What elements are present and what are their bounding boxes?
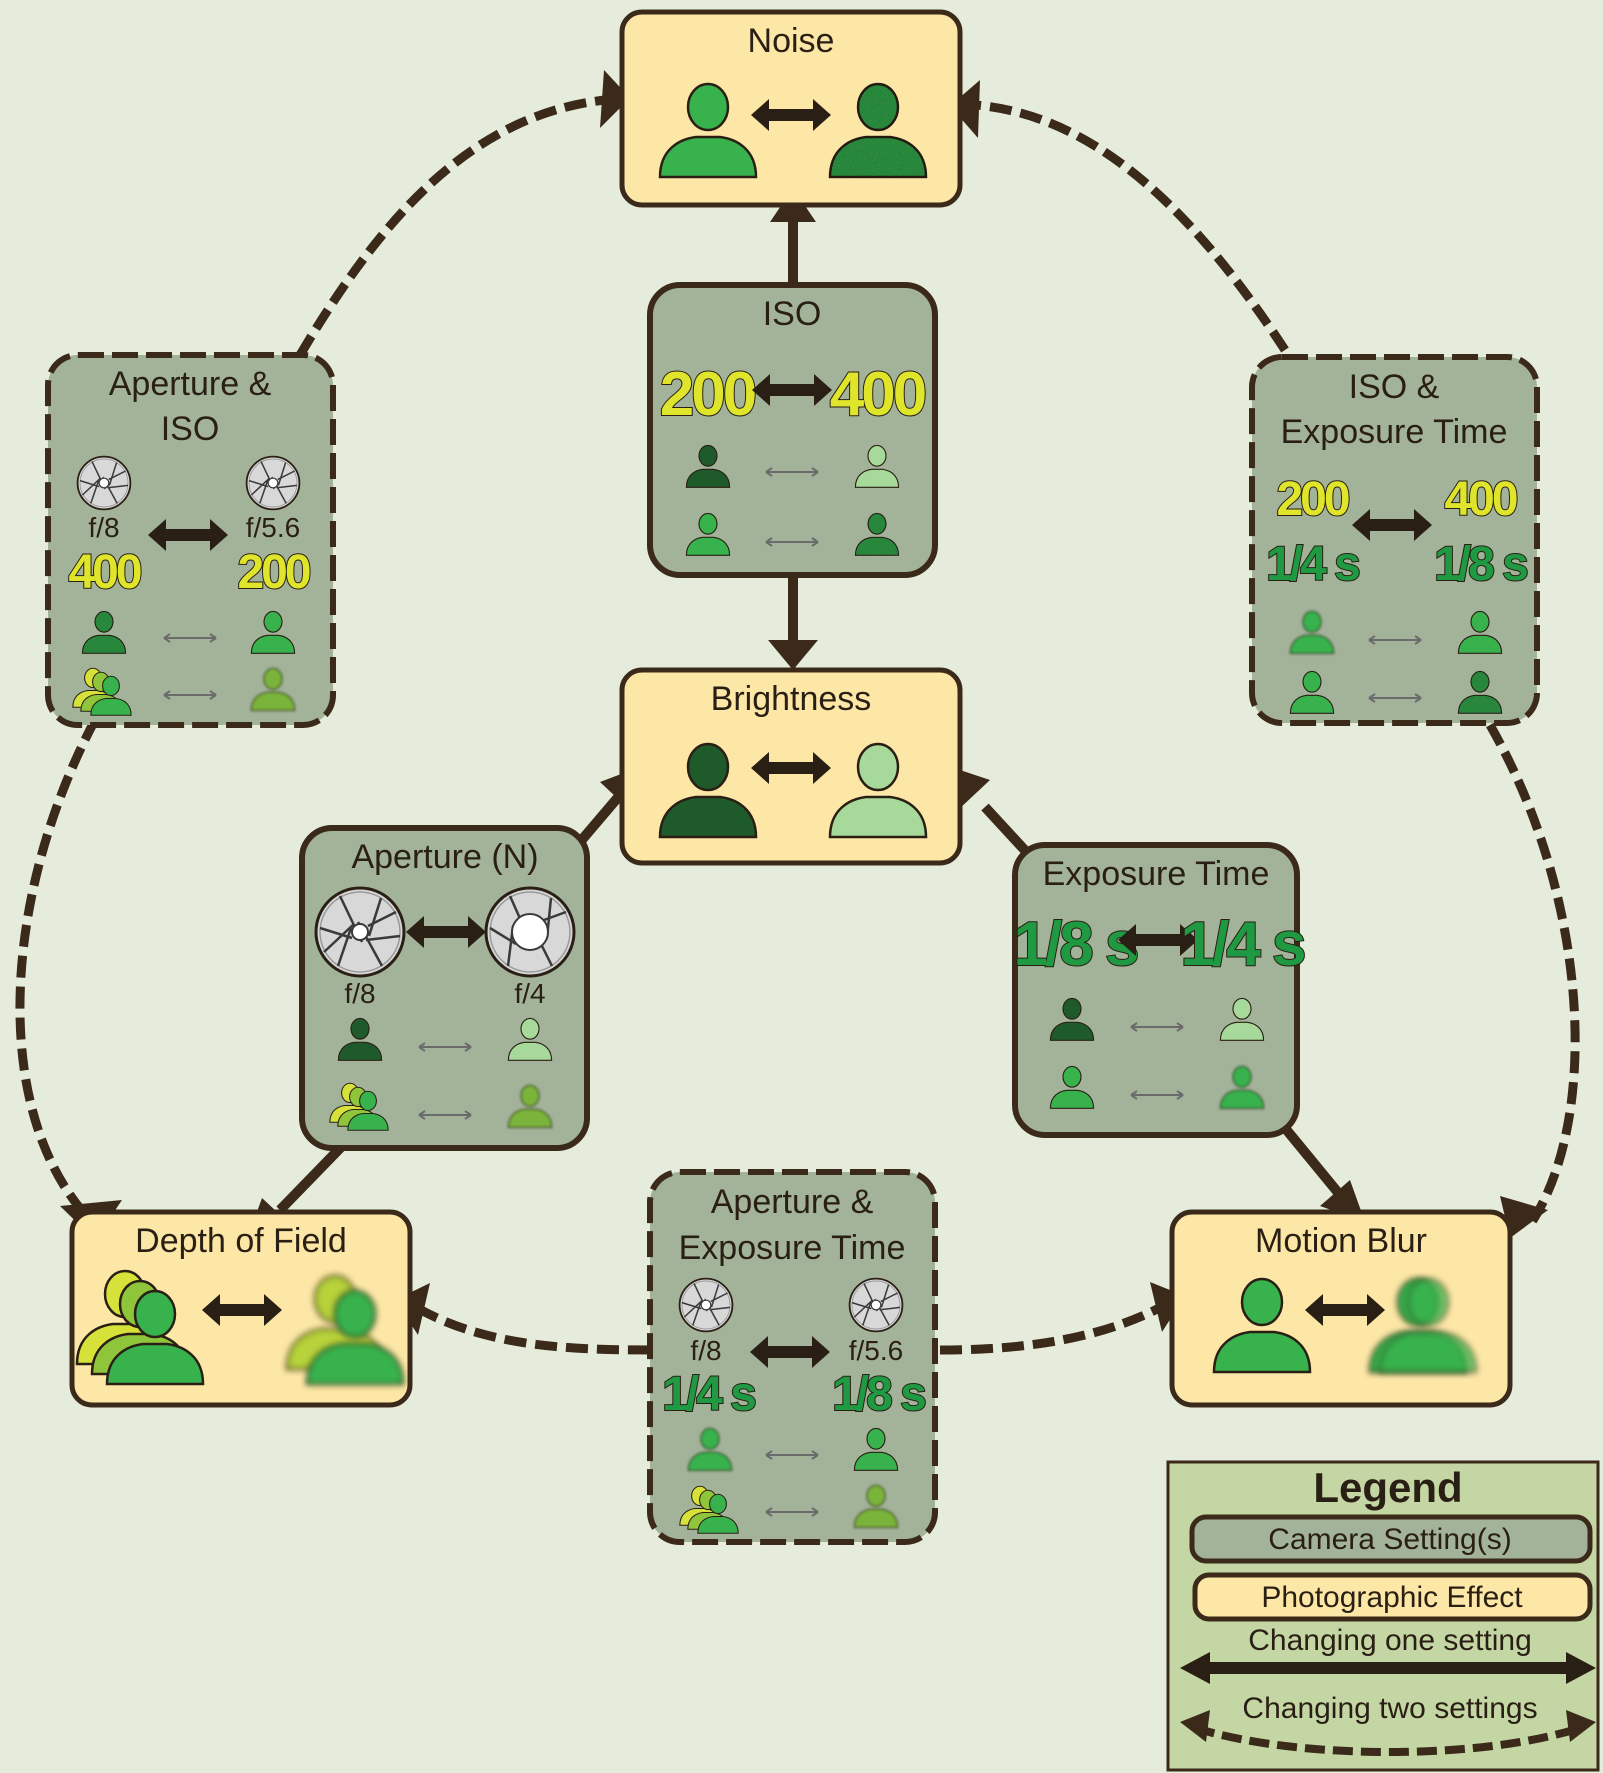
setting-aperture: Aperture (N) f/8 f/4	[299, 825, 590, 1151]
svg-text:400: 400	[1444, 473, 1516, 526]
aperture-icon	[484, 886, 576, 978]
time-right: 1/4 s	[1181, 910, 1304, 979]
aperture-icon	[245, 455, 301, 511]
svg-text:1/4 s: 1/4 s	[1266, 538, 1359, 591]
svg-text:f/5.6: f/5.6	[849, 1335, 903, 1366]
setting-title: ISO	[763, 295, 822, 333]
effect-title: Brightness	[711, 680, 872, 718]
connector-apiso-dof	[15, 717, 99, 1229]
effect-title: Depth of Field	[135, 1222, 347, 1260]
effect-title: Motion Blur	[1255, 1222, 1427, 1260]
effect-brightness: Brightness	[619, 667, 963, 866]
svg-text:1/4 s: 1/4 s	[662, 1368, 755, 1421]
effect-motion-blur: Motion Blur	[1169, 1209, 1513, 1408]
legend-photographic-effect: Photographic Effect	[1261, 1581, 1523, 1614]
svg-text:f/8: f/8	[88, 512, 119, 543]
connector-isoexp-noise	[974, 100, 1289, 353]
svg-text:Aperture &: Aperture &	[711, 1183, 874, 1221]
svg-text:1/8 s: 1/8 s	[832, 1368, 925, 1421]
setting-title: Aperture (N)	[351, 838, 538, 876]
f-left: f/8	[344, 978, 375, 1009]
setting-iso-exposure: ISO & Exposure Time 200 400 1/4 s 1/8 s	[1249, 354, 1540, 726]
legend-camera-settings: Camera Setting(s)	[1268, 1523, 1511, 1556]
aperture-icon	[76, 455, 132, 511]
svg-text:f/5.6: f/5.6	[246, 512, 300, 543]
connector-apiso-noise	[296, 95, 606, 358]
dashed-arrow-sample	[1193, 1724, 1582, 1756]
legend-title: Legend	[1313, 1464, 1462, 1511]
setting-exposure-time: Exposure Time 1/8 s 1/4 s	[1012, 842, 1308, 1138]
legend: Legend Camera Setting(s) Photographic Ef…	[1166, 1460, 1600, 1772]
aperture-icon	[848, 1277, 904, 1333]
svg-text:Exposure Time: Exposure Time	[1281, 413, 1508, 451]
setting-iso: ISO 200 400	[647, 282, 938, 578]
iso-left: 200	[660, 360, 755, 429]
setting-title: Aperture &	[109, 365, 272, 403]
legend-one-setting: Changing one setting	[1248, 1624, 1532, 1657]
svg-text:1/8 s: 1/8 s	[1434, 538, 1527, 591]
setting-aperture-iso: Aperture & ISO f/8 f/5.6 400 200	[45, 352, 336, 728]
solid-arrow-sample	[1180, 1652, 1596, 1684]
svg-text:400: 400	[68, 546, 140, 599]
iso-right: 400	[830, 360, 925, 429]
svg-text:ISO &: ISO &	[1349, 368, 1440, 406]
aperture-icon	[314, 886, 406, 978]
legend-two-settings: Changing two settings	[1242, 1692, 1537, 1725]
svg-text:200: 200	[1276, 473, 1348, 526]
connector-apexp-dof	[409, 1301, 651, 1355]
effect-depth-of-field: Depth of Field	[69, 1209, 413, 1408]
effect-title: Noise	[748, 22, 835, 60]
two-setting-connectors	[15, 95, 1580, 1355]
effect-noise: Noise	[619, 9, 963, 208]
svg-text:f/8: f/8	[690, 1335, 721, 1366]
setting-title: Exposure Time	[1043, 855, 1270, 893]
aperture-icon	[678, 1277, 734, 1333]
svg-text:Exposure Time: Exposure Time	[679, 1229, 906, 1267]
connector-isoexp-motion	[1486, 722, 1580, 1228]
f-right: f/4	[514, 978, 545, 1009]
one-setting-connectors	[276, 220, 1344, 1214]
setting-aperture-exposure: Aperture & Exposure Time f/8 f/5.6 1/4 s…	[647, 1169, 938, 1545]
setting-title-2: ISO	[161, 410, 220, 448]
svg-text:200: 200	[237, 546, 309, 599]
time-left: 1/8 s	[1014, 910, 1137, 979]
connector-apexp-motion	[939, 1301, 1168, 1355]
